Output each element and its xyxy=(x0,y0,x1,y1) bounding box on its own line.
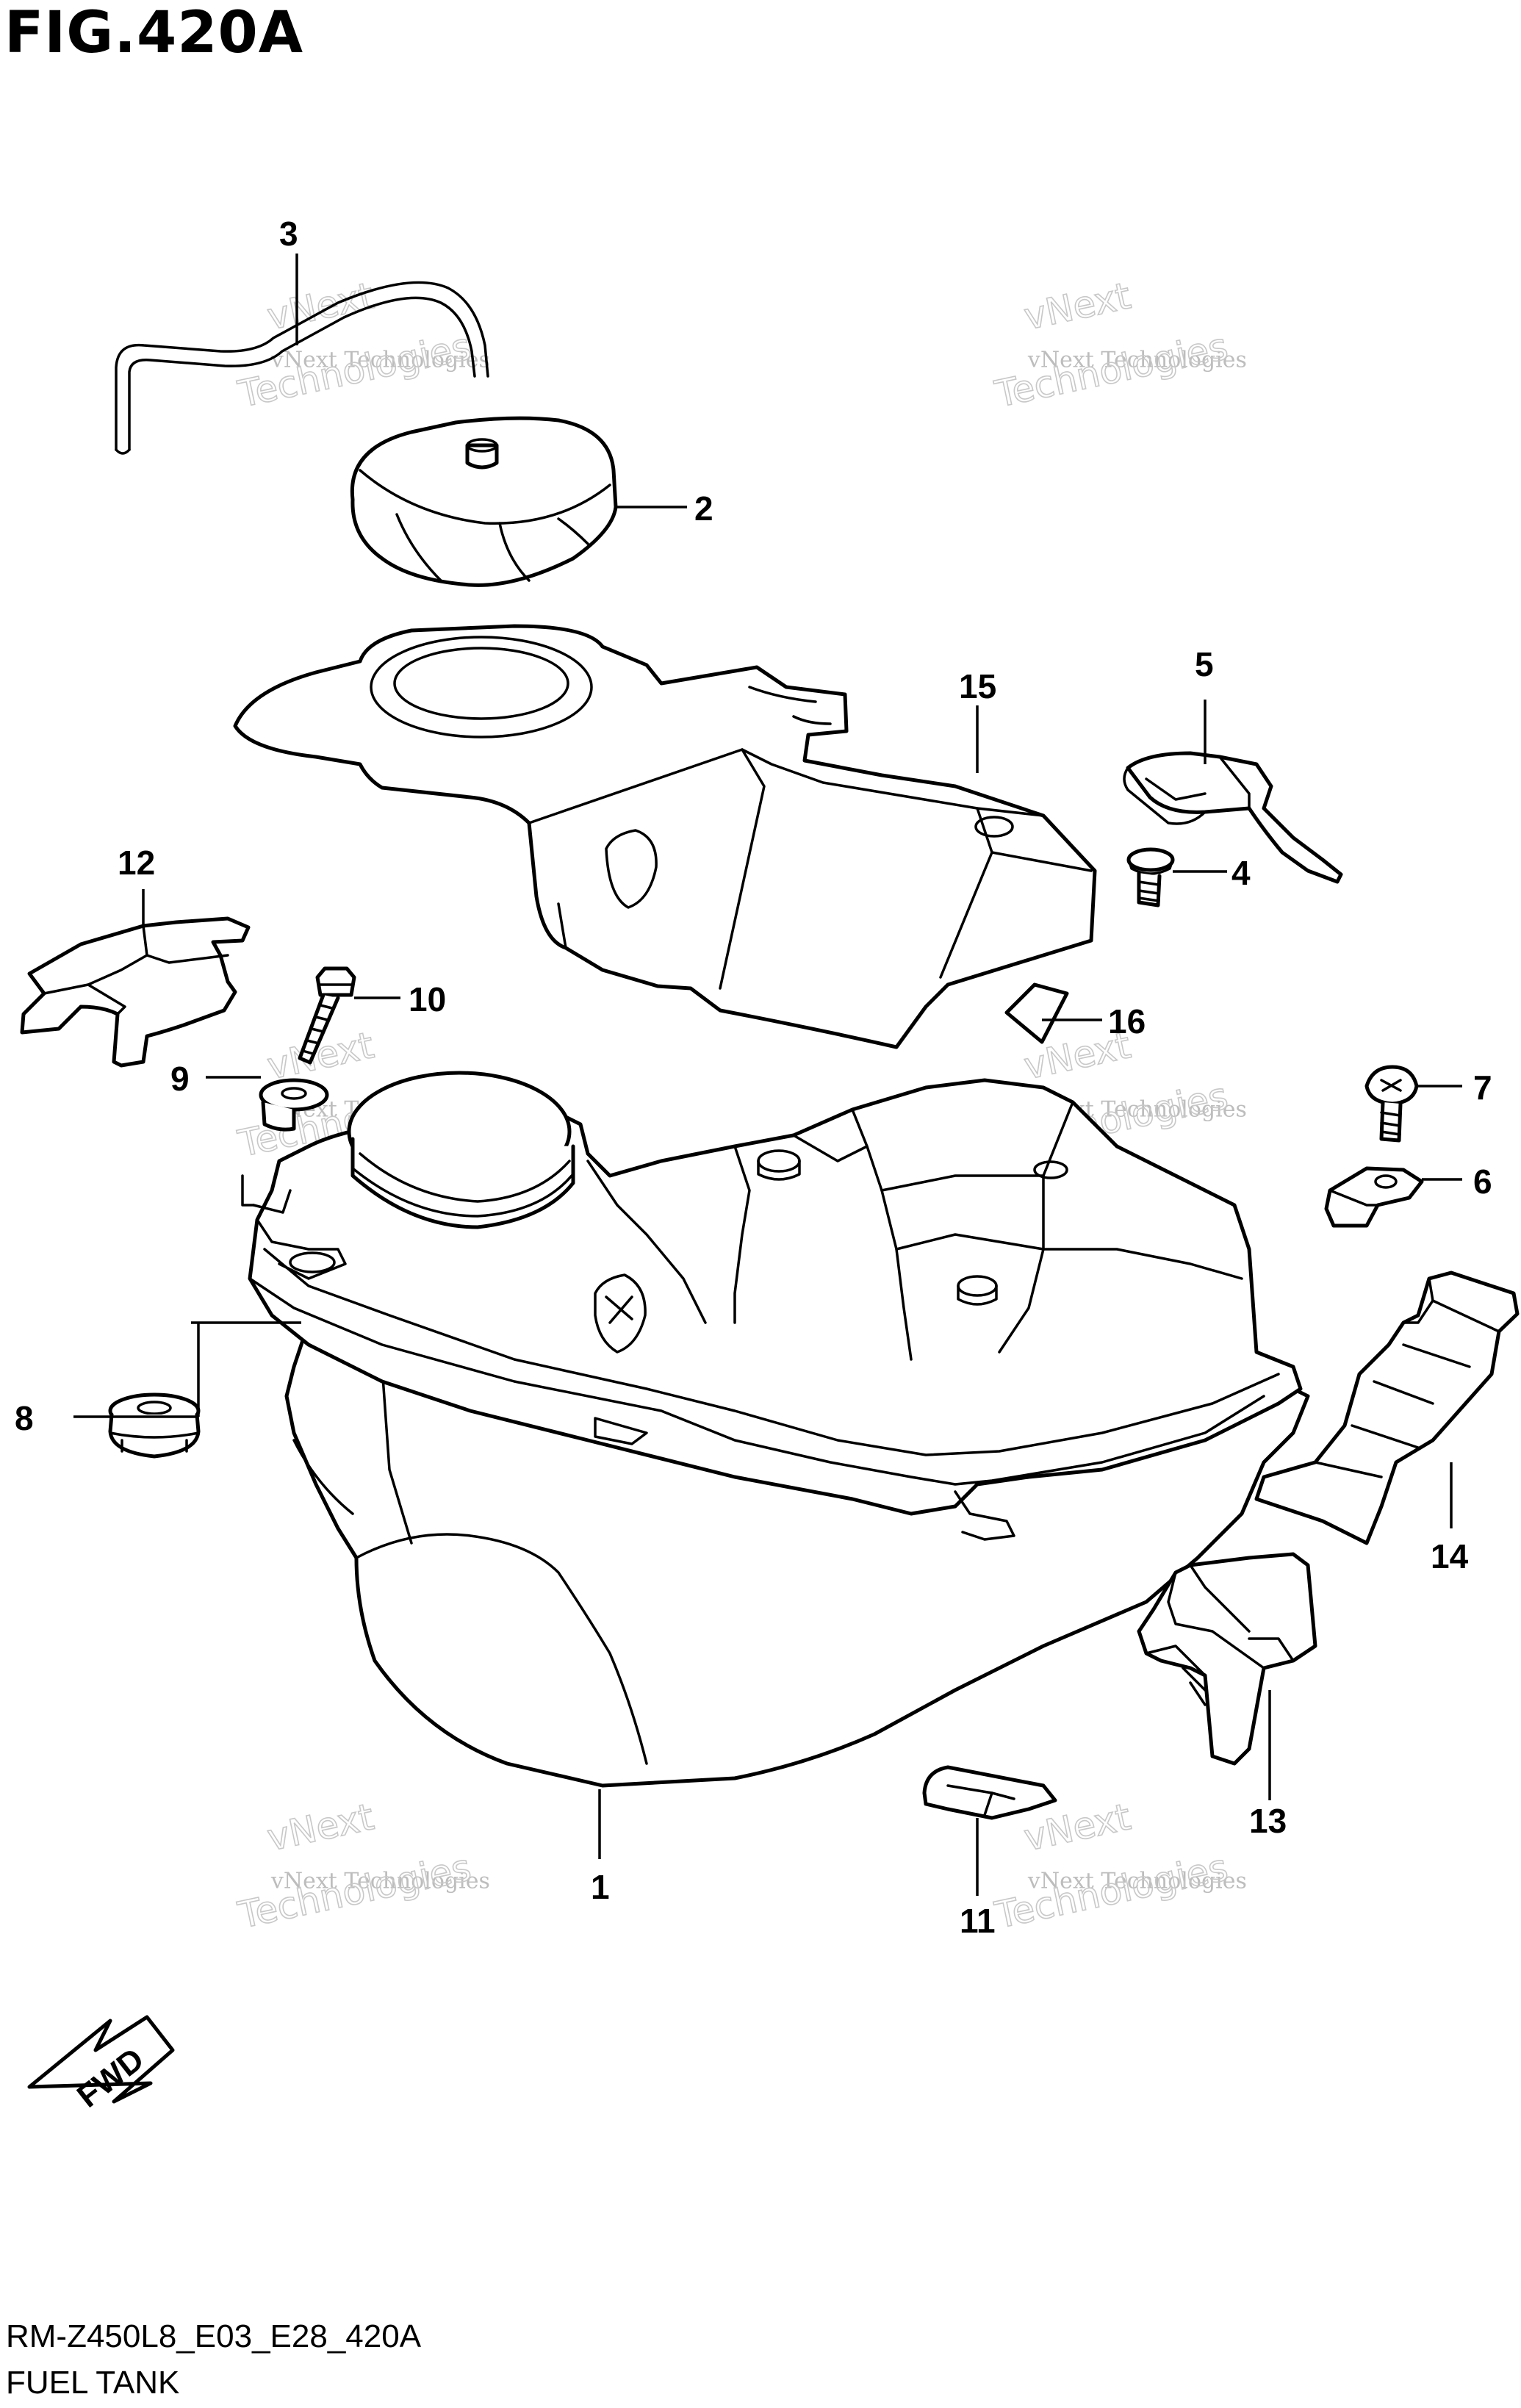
callout-5: 5 xyxy=(1195,645,1214,683)
svg-text:vNext Technologies: vNext Technologies xyxy=(1027,348,1247,373)
callout-8: 8 xyxy=(15,1399,34,1437)
callout-16: 16 xyxy=(1108,1002,1146,1041)
part-16-pad xyxy=(1004,982,1069,1044)
part-12-bracket xyxy=(20,916,251,1068)
svg-text:Technologies: Technologies xyxy=(234,325,475,416)
callout-2: 2 xyxy=(694,489,713,528)
callout-11: 11 xyxy=(960,1902,996,1940)
callout-12: 12 xyxy=(118,844,155,882)
part-4-screw xyxy=(1126,847,1175,908)
fwd-direction-arrow: FWD xyxy=(27,2015,175,2115)
diagram-caption: FUEL TANK xyxy=(6,2365,180,2401)
part-7-bolt xyxy=(1364,1065,1419,1143)
leader-lines xyxy=(73,254,1462,1896)
callout-10: 10 xyxy=(409,980,446,1018)
svg-text:vNext Technologies: vNext Technologies xyxy=(270,1869,490,1894)
diagram-code: RM-Z450L8_E03_E28_420A xyxy=(6,2318,422,2354)
svg-text:vNext: vNext xyxy=(1021,274,1135,338)
part-5-clamp xyxy=(1123,751,1343,884)
part-9-collar xyxy=(259,1078,329,1132)
callout-labels: 3 2 15 5 4 12 10 16 9 7 6 8 14 13 1 11 xyxy=(15,215,1492,1940)
part-3-breather-hose xyxy=(115,281,489,455)
callout-13: 13 xyxy=(1249,1802,1287,1840)
callout-7: 7 xyxy=(1473,1068,1492,1107)
svg-text:vNext Technologies: vNext Technologies xyxy=(270,348,490,373)
watermark: vNext vNext Technologies Technologies xyxy=(234,1794,490,1937)
callout-3: 3 xyxy=(279,215,298,253)
watermark: vNext vNext Technologies Technologies xyxy=(990,273,1247,416)
callout-6: 6 xyxy=(1473,1162,1492,1201)
part-15-tank-cover xyxy=(233,624,1097,1049)
callout-9: 9 xyxy=(170,1060,190,1098)
part-2-fuel-cap xyxy=(350,416,618,587)
svg-text:Technologies: Technologies xyxy=(991,325,1231,416)
svg-text:Technologies: Technologies xyxy=(234,1846,475,1937)
watermark: vNext vNext Technologies Technologies xyxy=(234,273,490,416)
part-13-guard xyxy=(1137,1552,1317,1766)
svg-text:vNext Technologies: vNext Technologies xyxy=(1027,1869,1247,1894)
svg-text:Technologies: Technologies xyxy=(991,1846,1231,1937)
svg-text:vNext: vNext xyxy=(264,1795,378,1859)
callout-1: 1 xyxy=(591,1868,610,1906)
svg-text:vNext: vNext xyxy=(264,274,378,338)
figure-title: FIG.420A xyxy=(4,0,304,66)
part-10-bolt xyxy=(298,966,356,1065)
part-8-grommet xyxy=(108,1392,201,1459)
callout-15: 15 xyxy=(959,667,996,705)
part-14-cushion xyxy=(1254,1271,1520,1545)
callout-14: 14 xyxy=(1431,1537,1469,1575)
callout-4: 4 xyxy=(1231,854,1251,892)
part-6-nut-plate xyxy=(1324,1166,1424,1228)
part-11-damper xyxy=(922,1765,1057,1820)
part-1-fuel-tank xyxy=(241,1071,1310,1788)
